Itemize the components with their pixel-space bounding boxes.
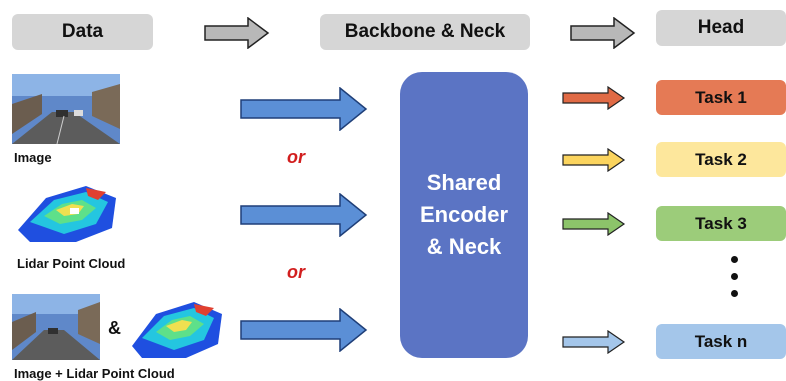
or-label-2: or (287, 262, 305, 282)
camera-image-thumbnail (12, 74, 120, 144)
task-n-arrow (562, 330, 626, 354)
lidar-caption: Lidar Point Cloud (17, 256, 126, 271)
header-arrow-2 (570, 17, 636, 49)
image-caption: Image (14, 150, 52, 165)
task-2-box: Task 2 (656, 142, 786, 177)
input-arrow-image (240, 87, 368, 131)
and-symbol: & (108, 318, 121, 338)
ellipsis-dot-2 (731, 273, 738, 280)
combined-camera-image-thumbnail (12, 294, 100, 360)
task-1-box: Task 1 (656, 80, 786, 115)
shared-encoder-neck-block: Shared Encoder & Neck (400, 72, 528, 358)
lidar-point-cloud-thumbnail (16, 180, 118, 246)
shared-encoder-label: Shared Encoder & Neck (420, 167, 508, 263)
task-3-arrow (562, 212, 626, 236)
task-3-box: Task 3 (656, 206, 786, 241)
ellipsis-dot-3 (731, 290, 738, 297)
task-1-arrow (562, 86, 626, 110)
header-arrow-1 (204, 17, 270, 49)
encoder-line-3: & Neck (426, 234, 502, 259)
ellipsis-dot-1 (731, 256, 738, 263)
header-backbone-neck: Backbone & Neck (320, 14, 530, 50)
input-arrow-lidar (240, 193, 368, 237)
task-n-box: Task n (656, 324, 786, 359)
encoder-line-2: Encoder (419, 202, 509, 227)
task-2-arrow (562, 148, 626, 172)
header-data: Data (12, 14, 153, 50)
input-arrow-combined (240, 308, 368, 352)
header-head: Head (656, 10, 786, 46)
encoder-line-1: Shared (426, 170, 502, 195)
combined-caption: Image + Lidar Point Cloud (14, 366, 175, 381)
combined-lidar-thumbnail (130, 296, 224, 362)
or-label-1: or (287, 147, 305, 167)
